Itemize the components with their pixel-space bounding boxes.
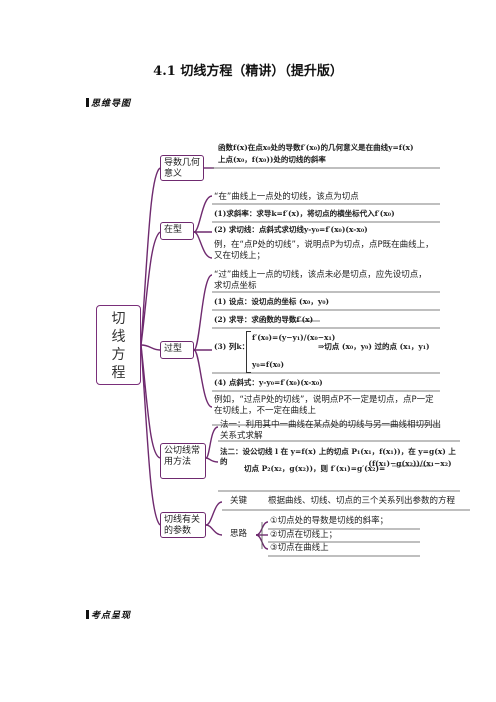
branch-params — [140, 344, 161, 526]
common-method-2-c: (f(x₁)−g(x₂))/(x₁−x₂) — [368, 459, 452, 468]
mindmap-section-heading: 思维导图 — [86, 96, 131, 109]
through-link-low — [193, 349, 213, 408]
params-idea-1: ①切点处的导数是切线的斜率； — [270, 516, 389, 526]
through-example: 例如，“过点P处的切线”，说明点P不一定是切点，点P一定在切线上，不一定在曲线上 — [214, 395, 434, 416]
node-tangent-parameters-label: 切线有关的参数 — [164, 515, 201, 536]
through-step-4: (4) 点斜式：y-y₀=f′(x₀)(x-x₀) — [214, 378, 323, 387]
mindmap-root: 切线方程 — [96, 305, 141, 385]
points-heading-text: 考点呈现 — [91, 611, 132, 621]
through-step-3-c: y₀=f(x₀) — [252, 360, 285, 369]
meaning-line-2: 上点(x₀，f(x₀))处的切线的斜率 — [218, 155, 326, 164]
points-section-heading: 考点呈现 — [86, 608, 131, 621]
branch-meaning — [140, 167, 161, 346]
section-marker — [86, 98, 89, 107]
node-at-type: 在型 — [160, 222, 194, 240]
through-step-3-b: ⇒切点 (x₀，y₀) 过的点 (x₁，y₁) — [318, 342, 430, 351]
node-derivative-meaning: 导数几何意义 — [160, 155, 204, 181]
through-step-3-a: f′(x₀)=(y−y₁)/(x₀−x₁) — [252, 333, 336, 342]
node-at-type-label: 在型 — [164, 225, 183, 235]
meaning-line-1: 函数f(x)在点x₀处的导数f′(x₀)的几何意义是在曲线y=f(x) — [218, 143, 414, 152]
params-key-text: 根据曲线、切线、切点的三个关系列出参数的方程 — [268, 496, 456, 506]
at-link-low — [193, 231, 213, 259]
common-link-low — [205, 457, 219, 463]
common-link-top — [205, 426, 219, 459]
at-step-2: (2) 求切线：点斜式求切线y-y₀=f′(x₀)(x-x₀) — [214, 225, 368, 234]
through-link-top — [193, 274, 213, 351]
at-link-top — [193, 195, 213, 233]
at-example: 例，在“点P处的切线”，说明点P为切点，点P既在曲线上，又在切线上； — [214, 240, 434, 261]
node-tangent-parameters: 切线有关的参数 — [160, 512, 206, 538]
root-label: 切线方程 — [111, 311, 126, 381]
at-intro: “在”曲线上一点处的切线，该点为切点 — [214, 192, 359, 202]
mindmap-heading-text: 思维导图 — [91, 99, 132, 109]
branch-common — [140, 344, 161, 459]
branch-at — [140, 231, 161, 346]
params-idea-label: 思路 — [230, 529, 248, 539]
branch-through — [140, 344, 161, 351]
at-step-1: (1)求斜率：求导k=f′(x)，将切点的横坐标代入f′(x₀) — [214, 209, 395, 218]
node-derivative-meaning-label: 导数几何意义 — [164, 158, 201, 179]
params-idea-2: ②切点在切线上； — [270, 530, 338, 540]
common-method-1: 法一：利用其中一曲线在某点处的切线与另一曲线相切列出关系式求解 — [220, 420, 442, 441]
params-key-label: 关键 — [230, 496, 248, 506]
params-link-idea — [205, 524, 223, 536]
params-idea-3: ③切点在曲线上 — [270, 543, 329, 553]
node-through-type: 过型 — [160, 341, 194, 359]
node-common-tangent: 公切线常用方法 — [160, 443, 206, 479]
page-title: 4.1 切线方程（精讲）（提升版） — [153, 64, 343, 79]
through-step-2: (2) 求导：求函数的导数f′(x) — [214, 315, 314, 324]
through-intro: “过”曲线上一点的切线，该点未必是切点，应先设切点，求切点坐标 — [214, 270, 427, 291]
common-method-2-b: 切点 P₂(x₂，g(x₂))，则 f′(x₁)=g′(x₂)= — [244, 464, 386, 473]
common-method-2-a: 法二：设公切线 l 在 y=f(x) 上的切点 P₁(x₁，f(x₁))，在 y… — [220, 447, 456, 466]
section-marker — [86, 610, 89, 619]
through-step-3-label: (3) 列k： — [214, 342, 250, 351]
through-brace — [246, 331, 251, 373]
params-link-key — [205, 501, 223, 526]
node-common-tangent-label: 公切线常用方法 — [164, 446, 201, 467]
through-step-1: (1) 设点：设切点的坐标 (x₀，y₀) — [214, 297, 330, 306]
node-through-type-label: 过型 — [164, 344, 183, 354]
